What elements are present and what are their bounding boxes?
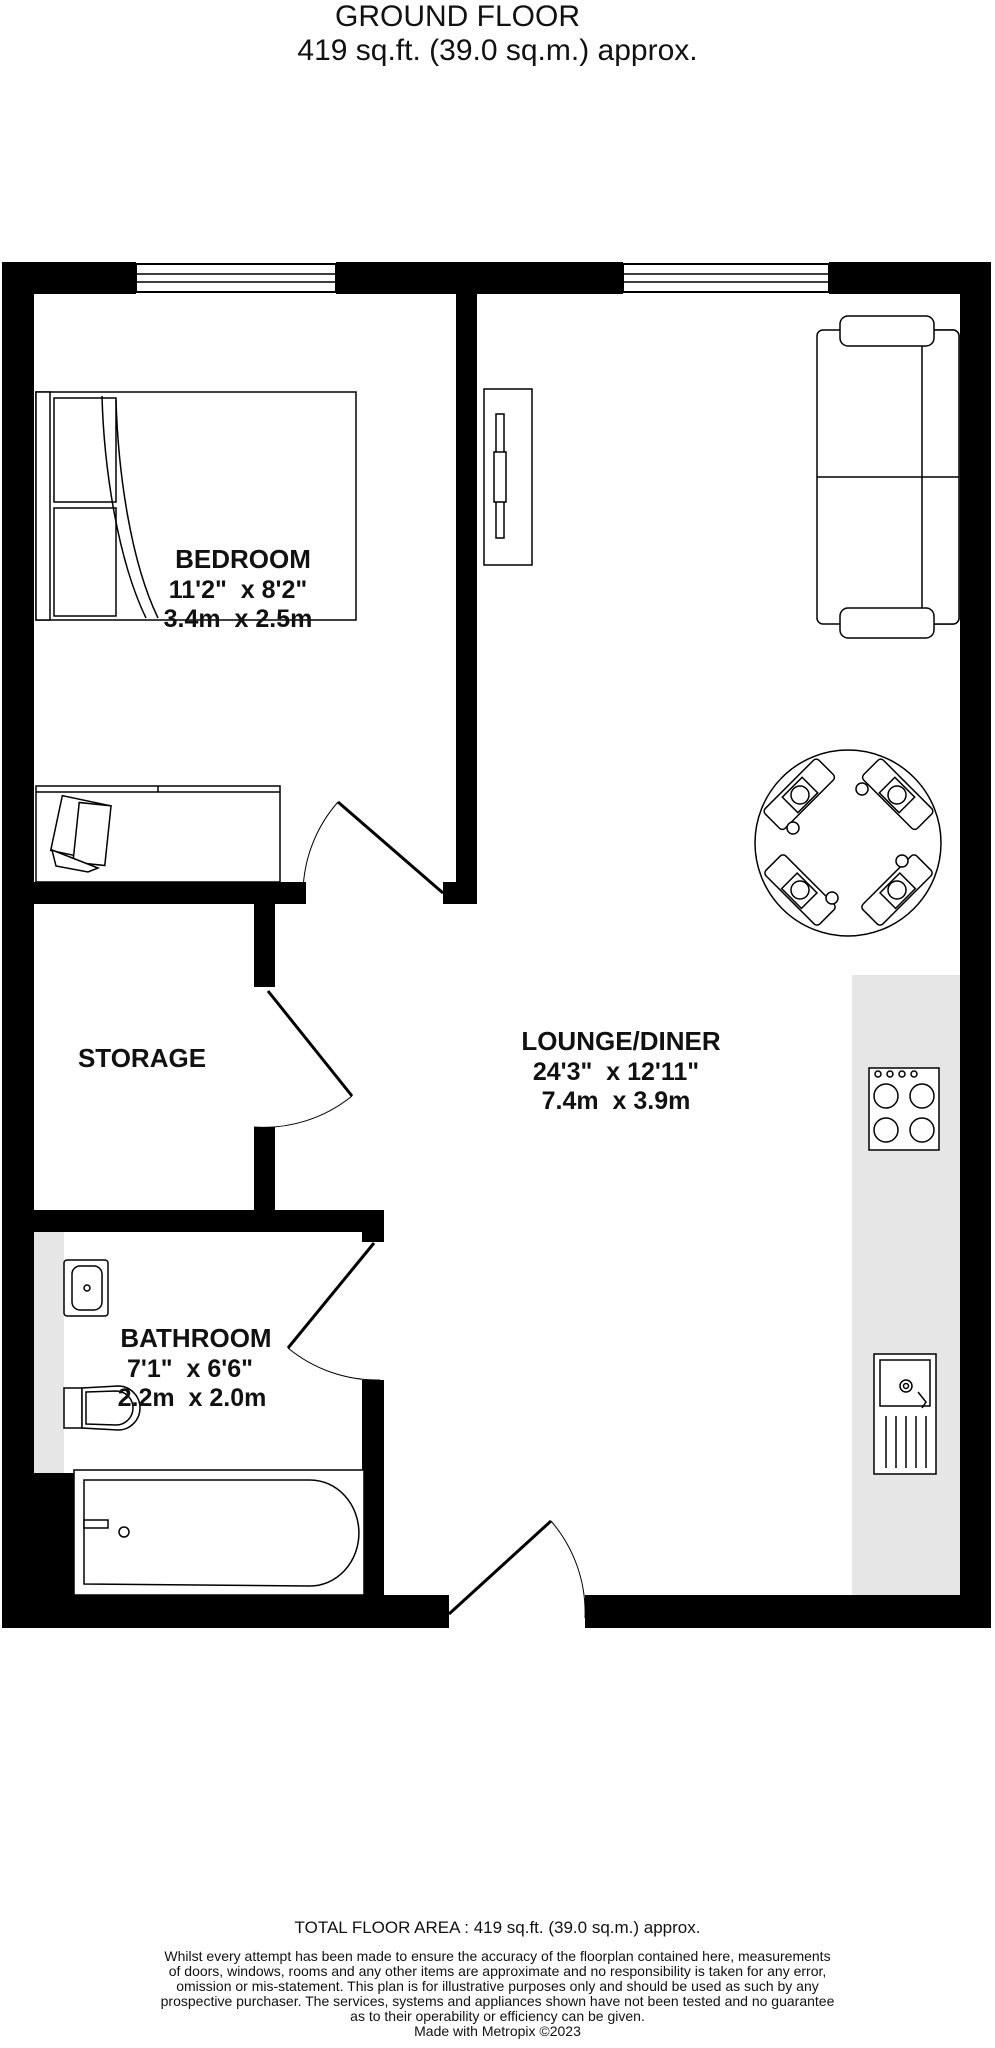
total-floor-area: TOTAL FLOOR AREA : 419 sq.ft. (39.0 sq.m… — [294, 1918, 701, 1937]
bedroom-door — [302, 800, 444, 895]
floor-name: GROUND FLOOR — [334, 0, 580, 33]
bathroom-size-imperial: 7'1" x 6'6" — [127, 1355, 253, 1383]
storage-name: STORAGE — [78, 1043, 206, 1073]
disclaimer-line: prospective purchaser. The services, sys… — [160, 1993, 835, 2009]
bedroom-window — [135, 263, 337, 293]
toilet — [63, 1385, 141, 1431]
lounge-size-metric: 7.4m x 3.9m — [542, 1087, 691, 1115]
walls — [2, 262, 991, 1628]
dining-table — [754, 749, 942, 937]
credit-line: Made with Metropix ©2023 — [414, 2023, 581, 2039]
lounge-name: LOUNGE/DINER — [521, 1026, 721, 1056]
lounge-window — [622, 263, 830, 293]
bathroom-door — [286, 1242, 381, 1381]
sofa — [816, 315, 960, 639]
kitchen-sink — [873, 1353, 937, 1475]
lounge-size-imperial: 24'3" x 12'11" — [533, 1058, 699, 1086]
disclaimer-line: as to their operability or efficiency ca… — [350, 2008, 645, 2024]
storage-door — [253, 990, 354, 1128]
bathroom-size-metric: 2.2m x 2.0m — [118, 1384, 267, 1412]
bathtub — [73, 1469, 365, 1596]
disclaimer-line: of doors, windows, rooms and any other i… — [168, 1963, 827, 1979]
tv-unit — [483, 388, 533, 566]
disclaimer-line: Whilst every attempt has been made to en… — [164, 1948, 831, 1964]
wash-basin — [63, 1259, 109, 1317]
entrance-door — [447, 1519, 586, 1619]
bedroom-size-metric: 3.4m x 2.5m — [164, 605, 313, 633]
floor-area: 419 sq.ft. (39.0 sq.m.) approx. — [297, 34, 698, 67]
bedroom-name: BEDROOM — [175, 544, 311, 574]
hob — [868, 1067, 940, 1151]
bedroom-wardrobe — [35, 785, 281, 883]
bedroom-size-imperial: 11'2" x 8'2" — [169, 576, 307, 604]
bathroom-name: BATHROOM — [120, 1323, 271, 1353]
double-bed — [35, 391, 357, 621]
bathroom-fixture-area — [34, 1228, 64, 1473]
disclaimer-line: omission or mis-statement. This plan is … — [176, 1978, 819, 1994]
windows — [135, 263, 830, 293]
doors — [253, 800, 586, 1619]
